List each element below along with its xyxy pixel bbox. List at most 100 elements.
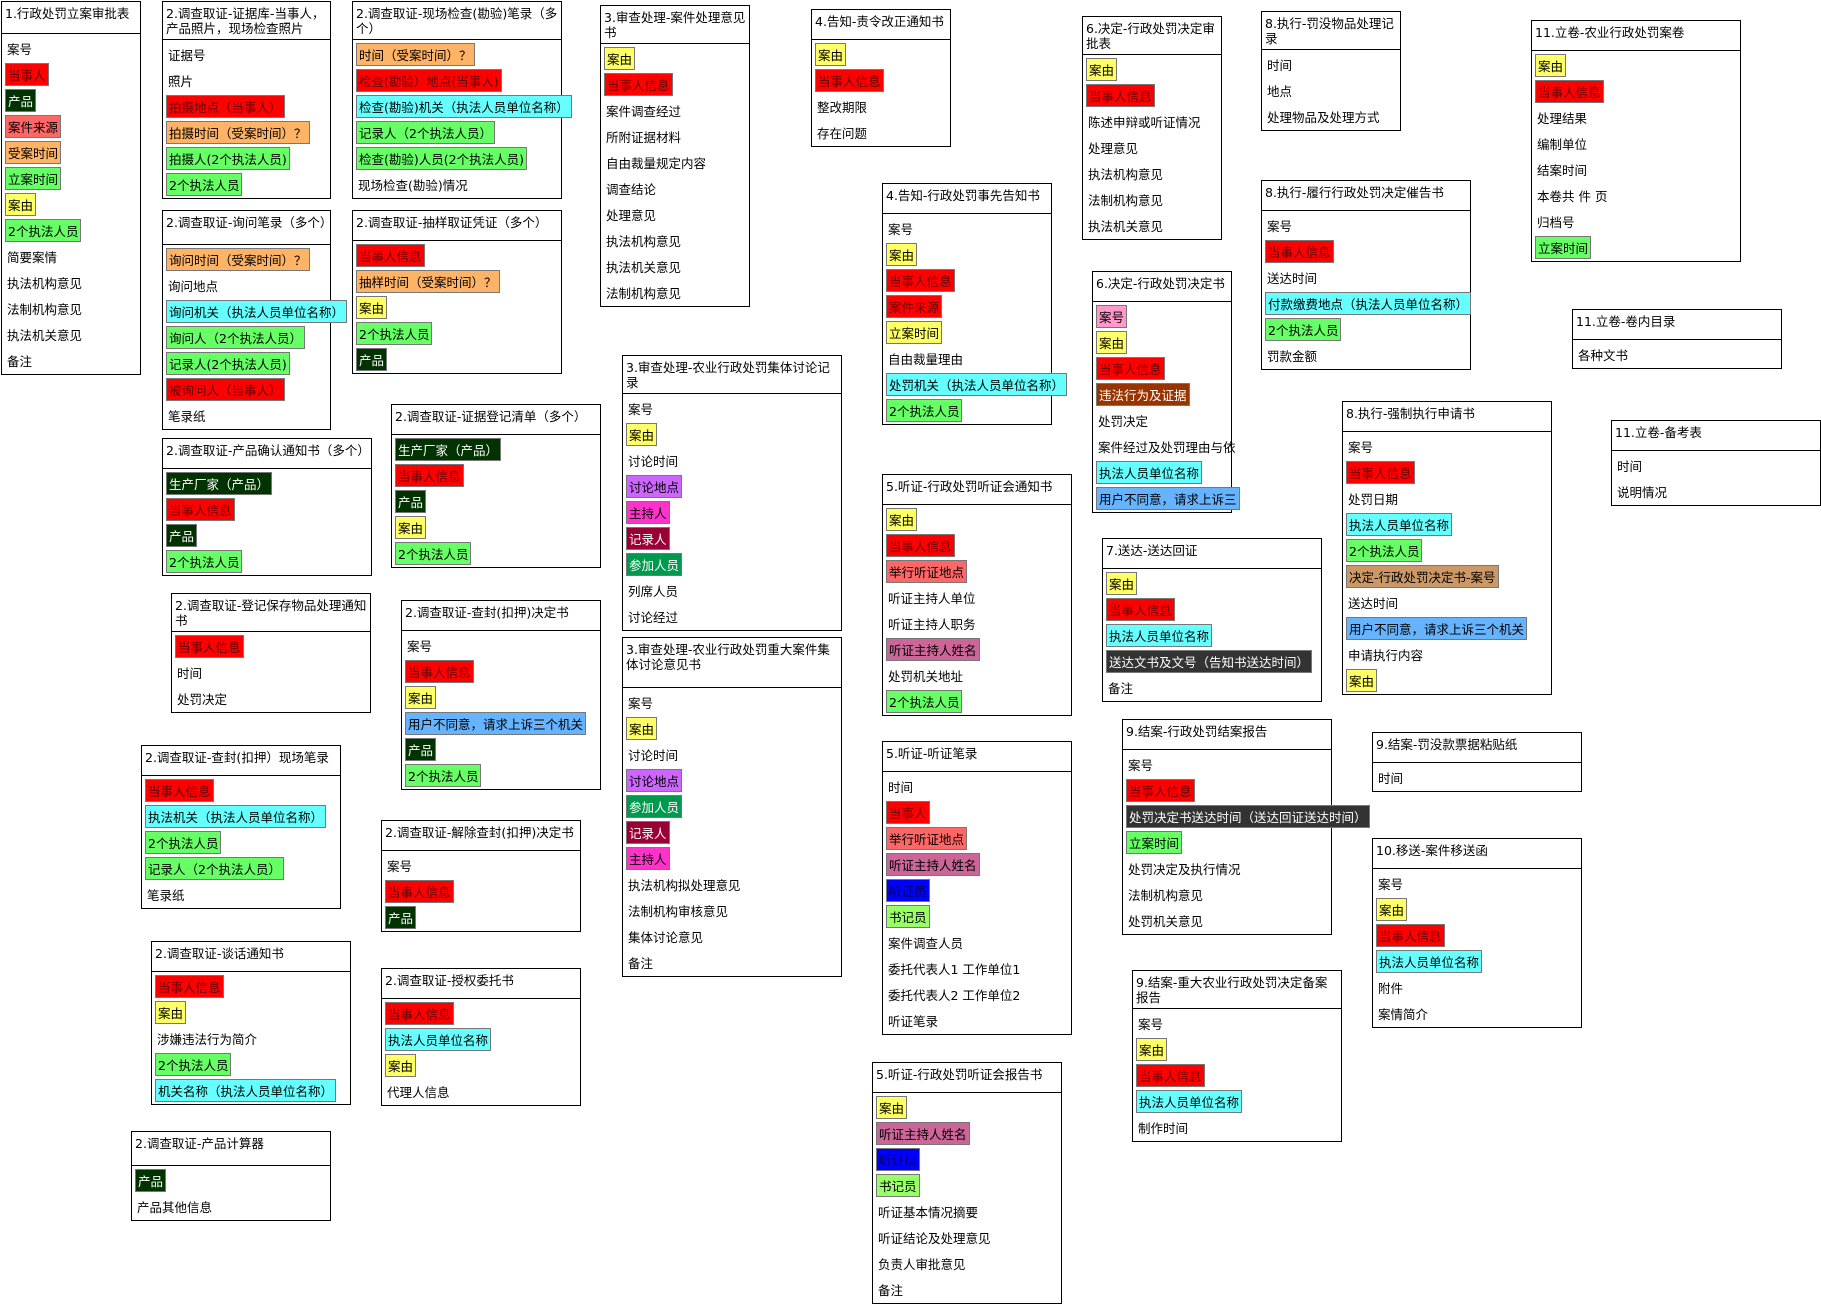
field-row: 送达时间 (1265, 264, 1467, 290)
form-box[interactable]: 9.结案-行政处罚结案报告案号当事人信息处罚决定书送达时间（送达回证送达时间）立… (1122, 719, 1370, 935)
field-row: 询问时间（受案时间）？ (166, 246, 327, 272)
field-label: 听证结论及处理意见 (878, 1230, 991, 1246)
form-box[interactable]: 6.决定-行政处罚决定审批表案由当事人信息陈述申辩或听证情况处理意见执法机构意见… (1082, 16, 1222, 240)
highlighted-field-label: 处罚决定书送达时间（送达回证送达时间） (1126, 804, 1370, 828)
field-row: 案由 (626, 715, 838, 741)
highlighted-field-label: 2个执法人员 (395, 541, 472, 565)
field-row: 讨论地点 (626, 767, 838, 793)
field-label: 附件 (1378, 980, 1404, 996)
form-box-title: 11.立卷-农业行政处罚案卷 (1532, 21, 1740, 51)
form-box[interactable]: 2.调查取证-查封(扣押）现场笔录当事人信息执法机关（执法人员单位名称）2个执法… (141, 745, 341, 909)
field-row: 听证主持人姓名 (886, 851, 1068, 877)
form-box-title: 7.送达-送达回证 (1103, 539, 1321, 569)
highlighted-field-label: 当事人信息 (385, 1001, 454, 1025)
field-row: 案号 (405, 632, 597, 658)
field-row: 案由 (1106, 570, 1318, 596)
form-box[interactable]: 4.告知-责令改正通知书案由当事人信息整改期限存在问题 (811, 9, 951, 147)
field-row: 立案时间 (1535, 234, 1737, 260)
form-box[interactable]: 2.调查取证-授权委托书当事人信息执法人员单位名称案由代理人信息 (381, 968, 581, 1106)
form-box[interactable]: 2.调查取证-查封(扣押)决定书案号当事人信息案由用户不同意，请求上诉三个机关产… (401, 600, 601, 790)
highlighted-field-label: 2个执法人员 (5, 218, 82, 242)
field-row: 听证结论及处理意见 (876, 1224, 1058, 1250)
field-row: 当事人信息 (1136, 1062, 1338, 1088)
highlighted-field-label: 拍摄时间（受案时间）？ (166, 120, 310, 144)
field-row: 参加人员 (626, 551, 838, 577)
field-row: 时间 (1376, 764, 1578, 790)
form-box[interactable]: 2.调查取证-现场检查(勘验)笔录（多个）时间（受案时间）？检查(勘验）地点(当… (352, 1, 572, 199)
form-box-title: 2.调查取证-查封(扣押)决定书 (402, 601, 600, 631)
field-label: 时间 (888, 779, 914, 795)
form-box[interactable]: 9.结案-重大农业行政处罚决定备案报告案号案由当事人信息执法人员单位名称制作时间 (1132, 970, 1342, 1142)
form-box[interactable]: 8.执行-履行行政处罚决定催告书案号当事人信息送达时间付款缴费地点（执法人员单位… (1261, 180, 1472, 370)
form-box-title: 2.调查取证-产品确认通知书（多个） (163, 439, 371, 469)
field-row: 案由 (395, 514, 597, 540)
field-row: 处罚日期 (1346, 485, 1548, 511)
form-box[interactable]: 2.调查取证-登记保存物品处理通知书当事人信息时间处罚决定 (171, 593, 371, 713)
form-box[interactable]: 2.调查取证-询问笔录（多个）询问时间（受案时间）？询问地点询问机关（执法人员单… (162, 210, 348, 430)
field-row: 案由 (1376, 896, 1578, 922)
form-box[interactable]: 3.审查处理-农业行政处罚集体讨论记录案号案由讨论时间讨论地点主持人记录人参加人… (622, 355, 842, 631)
highlighted-field-label: 讨论地点 (626, 474, 683, 498)
field-row: 检查(勘验)机关（执法人员单位名称） (356, 93, 572, 119)
form-box-fields: 案由当事人信息处理结果编制单位结案时间本卷共 件 页归档号立案时间 (1532, 51, 1740, 261)
form-box-title: 2.调查取证-授权委托书 (382, 969, 580, 999)
highlighted-field-label: 检查(勘验)人员(2个执法人员) (356, 146, 527, 170)
form-box[interactable]: 5.听证-听证笔录时间当事人举行听证地点听证主持人姓名听证员书记员案件调查人员委… (882, 741, 1072, 1035)
form-box[interactable]: 3.审查处理-农业行政处罚重大案件集体讨论意见书案号案由讨论时间讨论地点参加人员… (622, 637, 842, 977)
form-box[interactable]: 10.移送-案件移送函案号案由当事人信息执法人员单位名称附件案情简介 (1372, 838, 1582, 1028)
field-row: 时间 (175, 659, 367, 685)
form-box[interactable]: 5.听证-行政处罚听证会通知书案由当事人信息举行听证地点听证主持人单位听证主持人… (882, 474, 1072, 716)
field-row: 当事人信息 (1096, 355, 1228, 381)
form-box[interactable]: 7.送达-送达回证案由当事人信息执法人员单位名称送达文书及文号（告知书送达时间）… (1102, 538, 1322, 702)
form-box[interactable]: 6.决定-行政处罚决定书案号案由当事人信息违法行为及证据处罚决定案件经过及处罚理… (1092, 271, 1240, 513)
highlighted-field-label: 案件来源 (886, 294, 943, 318)
field-row: 法制机构意见 (1126, 881, 1328, 907)
highlighted-field-label: 当事人信息 (604, 72, 673, 96)
form-box[interactable]: 9.结案-罚没款票据粘贴纸时间 (1372, 732, 1582, 792)
form-box[interactable]: 4.告知-行政处罚事先告知书案号案由当事人信息案件来源立案时间自由裁量理由处罚机… (882, 183, 1068, 425)
field-row: 2个执法人员 (5, 217, 137, 243)
field-row: 笔录纸 (145, 881, 337, 907)
form-box[interactable]: 3.审查处理-案件处理意见书案由当事人信息案件调查经过所附证据材料自由裁量规定内… (600, 5, 750, 307)
highlighted-field-label: 决定-行政处罚决定书-案号 (1346, 564, 1499, 588)
form-box[interactable]: 2.调查取证-产品计算器产品产品其他信息 (131, 1131, 331, 1221)
highlighted-field-label: 2个执法人员 (166, 549, 243, 573)
highlighted-field-label: 立案时间 (1126, 830, 1183, 854)
form-box[interactable]: 8.执行-罚没物品处理记录时间地点处理物品及处理方式 (1261, 11, 1401, 131)
highlighted-field-label: 当事人信息 (815, 68, 884, 92)
highlighted-field-label: 被询问人（当事人） (166, 377, 285, 401)
form-box-fields: 当事人信息执法人员单位名称案由代理人信息 (382, 999, 580, 1105)
highlighted-field-label: 案由 (405, 685, 437, 709)
form-box[interactable]: 5.听证-行政处罚听证会报告书案由听证主持人姓名听证员书记员听证基本情况摘要听证… (872, 1062, 1062, 1304)
field-label: 处理结果 (1537, 110, 1588, 126)
form-box[interactable]: 11.立卷-备考表时间说明情况 (1611, 420, 1821, 506)
form-box[interactable]: 2.调查取证-解除查封(扣押)决定书案号当事人信息产品 (381, 820, 581, 932)
highlighted-field-label: 产品 (5, 88, 37, 112)
form-box[interactable]: 2.调查取证-证据库-当事人，产品照片，现场检查照片证据号照片拍摄地点（当事人）… (162, 1, 331, 199)
highlighted-field-label: 当事人信息 (356, 243, 425, 267)
field-row: 2个执法人员 (886, 688, 1068, 714)
form-box[interactable]: 11.立卷-农业行政处罚案卷案由当事人信息处理结果编制单位结案时间本卷共 件 页… (1531, 20, 1741, 262)
field-label: 各种文书 (1578, 347, 1629, 363)
field-row: 时间（受案时间）？ (356, 41, 558, 67)
highlighted-field-label: 举行听证地点 (886, 559, 968, 583)
field-row: 受案时间 (5, 139, 137, 165)
form-box-fields: 案号当事人信息产品 (382, 851, 580, 931)
field-row: 负责人审批意见 (876, 1250, 1058, 1276)
field-row: 委托代表人2 工作单位2 (886, 981, 1068, 1007)
field-label: 所附证据材料 (606, 129, 682, 145)
highlighted-field-label: 当事人信息 (1096, 356, 1165, 380)
form-box[interactable]: 11.立卷-卷内目录各种文书 (1572, 309, 1782, 369)
field-row: 案号 (385, 852, 577, 878)
highlighted-field-label: 听证主持人姓名 (886, 637, 980, 661)
highlighted-field-label: 当事人信息 (1346, 460, 1415, 484)
field-label: 送达时间 (1267, 270, 1318, 286)
field-label: 执法机构意见 (7, 275, 83, 291)
